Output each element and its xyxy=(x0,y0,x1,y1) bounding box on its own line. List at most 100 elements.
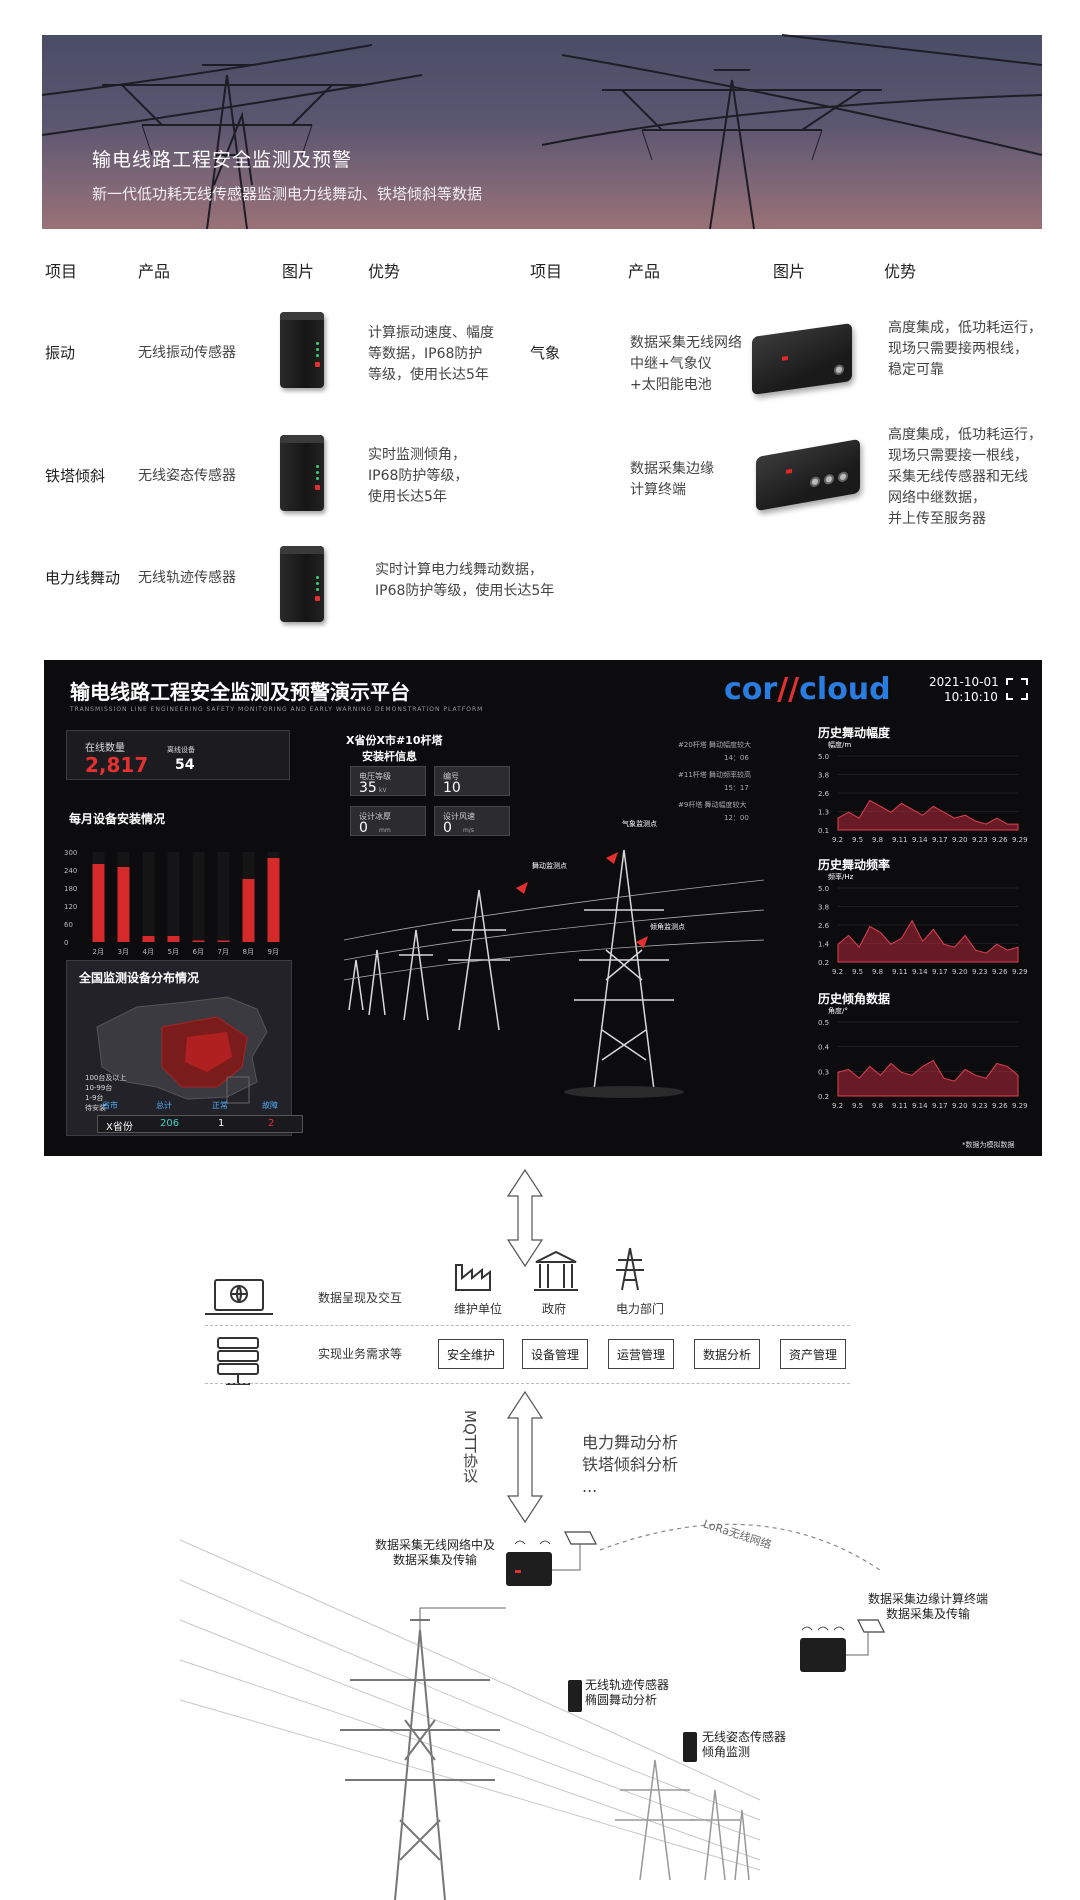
attitude-sensor xyxy=(683,1732,697,1762)
row-item: 振动 xyxy=(45,344,76,362)
advantage-line: 网络中继数据， xyxy=(888,490,986,506)
banner-title: 输电线路工程安全监测及预警 xyxy=(92,149,353,171)
x-tick-label: 3月 xyxy=(118,948,129,956)
x-tick-label: 9.23 xyxy=(972,836,988,844)
product-line: 数据采集无线网络 xyxy=(630,335,742,351)
col-head-advantage: 优势 xyxy=(368,262,401,281)
dashboard-time: 10:10:10 xyxy=(944,690,998,704)
x-tick-label: 9.20 xyxy=(952,1102,968,1110)
table-row[interactable]: X省份 206 1 2 xyxy=(97,1115,303,1133)
row-province: X省份 xyxy=(106,1122,133,1133)
y-tick-label: 3.8 xyxy=(818,904,829,912)
advantage-line: 采集无线传感器和无线 xyxy=(888,469,1028,485)
monthly-chart-title: 每月设备安装情况 xyxy=(69,812,166,826)
advantage-line: IP68防护等级，使用长达5年 xyxy=(375,583,555,599)
operations-management-button[interactable]: 运营管理 xyxy=(608,1339,674,1369)
row-advantage: 高度集成，低功耗运行， 现场只需要接两根线， 稳定可靠 xyxy=(888,318,1042,381)
product-line: 计算终端 xyxy=(630,482,686,498)
bar xyxy=(117,867,130,942)
x-tick-label: 9.17 xyxy=(932,968,948,976)
bar xyxy=(142,936,155,942)
power-tower-silhouette xyxy=(41,34,1043,230)
advantage-line: 使用长达5年 xyxy=(368,489,447,505)
marker-tilt: 倾角监测点 xyxy=(650,923,685,931)
row-item: 气象 xyxy=(530,344,561,362)
y-tick-label: 1.4 xyxy=(818,941,830,949)
vibration-sensor-image xyxy=(280,312,324,388)
x-tick-label: 9.26 xyxy=(992,836,1008,844)
asset-management-button[interactable]: 资产管理 xyxy=(780,1339,846,1369)
dash-divider xyxy=(205,1325,850,1326)
stakeholder-maintenance: 维护单位 xyxy=(454,1302,503,1316)
transmission-tower-large xyxy=(340,1619,500,1900)
map-title: 全国监测设备分布情况 xyxy=(79,971,200,985)
bar xyxy=(217,940,230,942)
safety-maintenance-button[interactable]: 安全维护 xyxy=(438,1339,504,1369)
tower-section-title: 安装杆信息 xyxy=(362,750,417,763)
chart-unit: 角度/° xyxy=(828,1007,848,1015)
stakeholder-government: 政府 xyxy=(542,1302,567,1316)
marker-gallop: 舞动监测点 xyxy=(532,862,567,870)
x-tick-label: 9.20 xyxy=(952,968,968,976)
x-tick-label: 9.17 xyxy=(932,836,948,844)
y-tick-label: 0.1 xyxy=(818,827,829,835)
row-advantage: 实时计算电力线舞动数据， IP68防护等级，使用长达5年 xyxy=(375,560,554,602)
x-tick-label: 9.8 xyxy=(872,836,883,844)
x-tick-label: 9.8 xyxy=(872,1102,883,1110)
bidirectional-arrow-icon xyxy=(506,1168,544,1268)
dashboard-date: 2021-10-01 xyxy=(929,675,999,689)
x-tick-label: 7月 xyxy=(218,948,229,956)
row-item: 电力线舞动 xyxy=(45,569,121,587)
x-tick-label: 9.23 xyxy=(972,1102,988,1110)
bar-background xyxy=(217,852,230,942)
data-analysis-button[interactable]: 数据分析 xyxy=(694,1339,760,1369)
advantage-line: 等数据，IP68防护 xyxy=(368,346,483,362)
alert-text: #9杆塔 舞动幅度较大 xyxy=(678,801,747,809)
device-management-button[interactable]: 设备管理 xyxy=(522,1339,588,1369)
chart-title: 历史倾角数据 xyxy=(818,992,891,1006)
product-line: 数据采集边缘 xyxy=(630,461,714,477)
offline-value: 54 xyxy=(175,757,195,773)
hero-banner: 输电线路工程安全监测及预警 新一代低功耗无线传感器监测电力线舞动、铁塔倾斜等数据 xyxy=(41,34,1043,230)
row-advantage: 计算振动速度、幅度 等数据，IP68防护 等级，使用长达5年 xyxy=(368,323,494,386)
antenna-icon xyxy=(514,1540,551,1545)
edge-node-label: 数据采集边缘计算终端数据采集及传输 xyxy=(868,1592,989,1621)
x-tick-label: 9.14 xyxy=(912,968,928,976)
y-tick-label: 5.0 xyxy=(818,885,829,893)
chart-title: 历史舞动频率 xyxy=(818,858,891,872)
row-product: 数据采集无线网络 中继+气象仪 +太阳能电池 xyxy=(630,333,742,396)
area-series xyxy=(837,1059,1019,1097)
tower-location: X省份X市#10杆塔 xyxy=(346,734,443,747)
attitude-sensor-image xyxy=(280,435,324,511)
alert-time: 14：06 xyxy=(724,754,749,762)
marker-weather: 气象监测点 xyxy=(622,820,657,828)
y-tick-label: 0.5 xyxy=(818,1019,829,1027)
row-fault: 2 xyxy=(268,1118,275,1129)
x-tick-label: 9.11 xyxy=(892,1102,908,1110)
offline-label: 离线设备 xyxy=(167,746,195,754)
advantage-line: 高度集成，低功耗运行， xyxy=(888,320,1042,336)
government-building-icon xyxy=(534,1250,578,1291)
brand-logo: cor//cloud xyxy=(724,672,891,707)
y-tick-label: 2.6 xyxy=(818,790,830,798)
bar-background xyxy=(192,852,205,942)
x-tick-label: 2月 xyxy=(93,948,104,956)
alert-text: #20杆塔 舞动幅度较大 xyxy=(678,741,751,749)
x-tick-label: 9.20 xyxy=(952,836,968,844)
y-tick-label: 0.3 xyxy=(818,1068,829,1076)
x-tick-label: 9.23 xyxy=(972,968,988,976)
solar-panel-icon xyxy=(857,1619,885,1633)
x-tick-label: 9.2 xyxy=(832,968,843,976)
product-line: +太阳能电池 xyxy=(630,377,712,393)
fullscreen-icon[interactable] xyxy=(1006,678,1028,700)
x-tick-label: 9.14 xyxy=(912,836,928,844)
china-map xyxy=(96,996,268,1104)
edge-terminal-image xyxy=(756,438,860,512)
stakeholder-power: 电力部门 xyxy=(616,1302,665,1316)
alert-time: 15：17 xyxy=(724,784,749,792)
